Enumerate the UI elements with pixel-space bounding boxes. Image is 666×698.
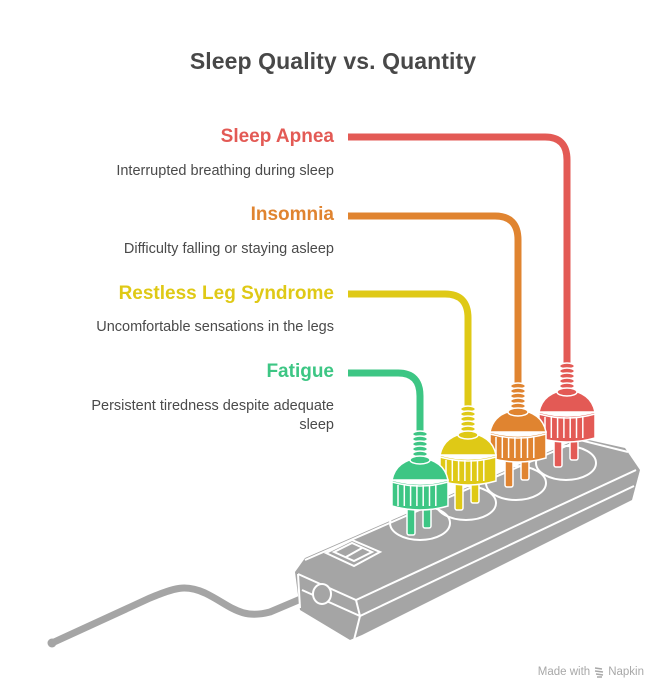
power-strip-body <box>295 438 640 641</box>
plug-restless-leg-syndrome <box>439 405 497 511</box>
power-cord-end <box>47 638 57 648</box>
item-description-insomnia: Difficulty falling or staying asleep <box>123 241 334 257</box>
item-description-restless-leg-syndrome: Uncomfortable sensations in the legs <box>96 319 334 335</box>
made-with-text: Made with <box>537 666 591 678</box>
wire-fatigue <box>348 369 424 438</box>
page-title: Sleep Quality vs. Quantity <box>189 48 477 74</box>
item-label-restless-leg-syndrome: Restless Leg Syndrome <box>118 283 334 304</box>
wire-restless-leg-syndrome <box>348 290 472 412</box>
item-label-fatigue: Fatigue <box>266 361 334 382</box>
plug-fatigue <box>391 430 449 536</box>
plug-sleep-apnea <box>538 362 596 468</box>
item-description-fatigue: Persistent tiredness despite adequate sl… <box>91 398 334 433</box>
power-switch-icon <box>323 538 383 568</box>
footer-attribution: Made with Napkin <box>538 666 644 678</box>
wire-insomnia <box>348 212 522 390</box>
item-description-sleep-apnea: Interrupted breathing during sleep <box>116 163 334 179</box>
napkin-logo-icon <box>595 667 604 678</box>
wire-sleep-apnea <box>348 133 571 370</box>
napkin-brand-text: Napkin <box>608 666 644 678</box>
power-cord <box>48 584 326 647</box>
item-label-insomnia: Insomnia <box>250 204 334 225</box>
plug-insomnia <box>489 382 547 488</box>
item-label-sleep-apnea: Sleep Apnea <box>220 126 334 147</box>
